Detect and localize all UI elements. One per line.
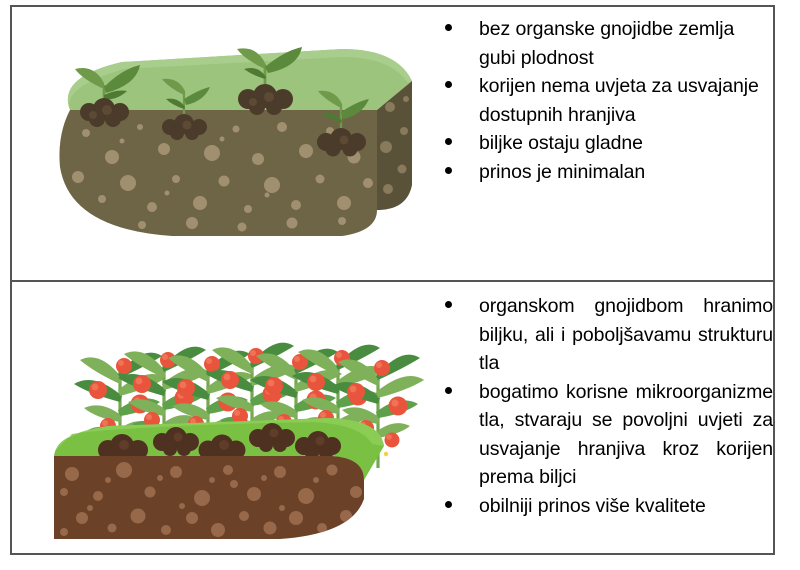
- seedling: [75, 65, 140, 127]
- bullet-dot-icon: [445, 138, 452, 145]
- list-item-text: organskom gnojidbom hranimo biljku, ali …: [479, 295, 773, 374]
- list-item: bez organske gnojidbe zemlja gubi plodno…: [437, 15, 773, 72]
- rich-soil-text-cell: organskom gnojidbom hranimo biljku, ali …: [437, 284, 773, 553]
- rich-soil-tomato-block-illustration: [12, 284, 437, 553]
- soil-side-face: [377, 81, 412, 210]
- table-row-divider: [10, 280, 775, 282]
- list-item-text: bez organske gnojidbe zemlja gubi plodno…: [479, 18, 735, 69]
- list-item-text: obilniji prinos više kvalitete: [479, 494, 706, 517]
- bullet-dot-icon: [445, 386, 452, 394]
- soil-speckle-group: [72, 120, 373, 232]
- table-row: bez organske gnojidbe zemlja gubi plodno…: [12, 7, 773, 280]
- soil-side-speckle-group: [380, 96, 409, 194]
- list-item: biljke ostaju gladne: [437, 129, 773, 158]
- bullet-dot-icon: [445, 166, 452, 174]
- soil-mound-highlight-group: [119, 428, 325, 450]
- rich-soil-bullet-list: organskom gnojidbom hranimo biljku, ali …: [437, 284, 773, 520]
- list-item: obilniji prinos više kvalitete: [437, 492, 773, 521]
- seedling: [317, 90, 369, 157]
- bullet-dot-icon: [445, 24, 452, 31]
- poor-soil-bullet-list: bez organske gnojidbe zemlja gubi plodno…: [437, 7, 773, 186]
- seedling: [162, 78, 210, 140]
- list-item-text: biljke ostaju gladne: [479, 132, 643, 154]
- rich-soil-illustration-cell: [12, 284, 437, 553]
- grass-top-highlight: [67, 49, 412, 110]
- bullet-dot-icon: [445, 301, 452, 308]
- seedling: [237, 47, 302, 115]
- list-item: organskom gnojidbom hranimo biljku, ali …: [437, 292, 773, 378]
- bullet-dot-icon: [445, 500, 452, 508]
- grass-top-highlight: [56, 418, 384, 450]
- poor-soil-text-cell: bez organske gnojidbe zemlja gubi plodno…: [437, 7, 773, 280]
- list-item: bogatimo korisne mikroorganizme tla, stv…: [437, 378, 773, 492]
- list-item-text: prinos je minimalan: [479, 160, 646, 183]
- list-item-text: korijen nema uvjeta za usvajanje dostupn…: [479, 75, 759, 126]
- list-item-text: bogatimo korisne mikroorganizme tla, stv…: [479, 380, 773, 489]
- list-item: korijen nema uvjeta za usvajanje dostupn…: [437, 72, 773, 129]
- soil-speckle-group: [60, 462, 362, 537]
- poor-soil-block-illustration: [12, 7, 437, 280]
- poor-soil-illustration-cell: [12, 7, 437, 280]
- bullet-dot-icon: [445, 81, 452, 88]
- table-row: organskom gnojidbom hranimo biljku, ali …: [12, 284, 773, 553]
- list-item: prinos je minimalan: [437, 158, 773, 187]
